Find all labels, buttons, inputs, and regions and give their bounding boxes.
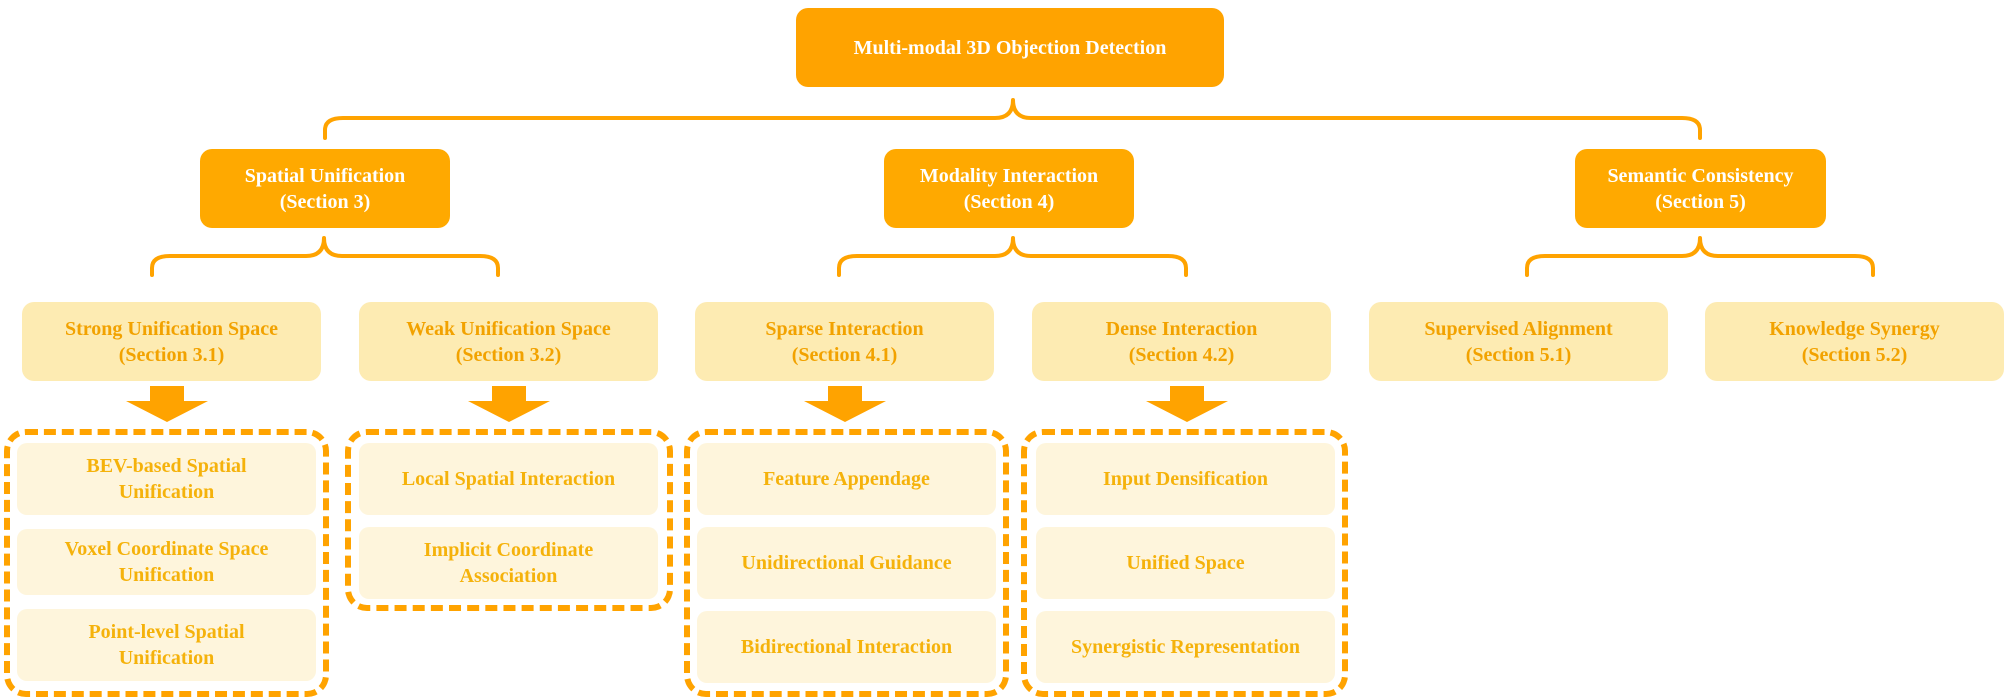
method-line2: Unification [118,564,215,586]
category-section: (Section 4) [963,190,1055,213]
method-line2: Unification [118,647,215,669]
category-modality-interaction: Modality Interaction (Section 4) [884,149,1134,228]
subcategory-title: Strong Unification Space [65,317,278,340]
method-line1: Local Spatial Interaction [401,468,616,490]
down-arrow-icon [804,386,886,422]
category-semantic-consistency: Semantic Consistency (Section 5) [1575,149,1826,228]
method-line2: Unification [118,481,215,503]
method-implicit-coordinate-association: Implicit Coordinate Association [359,527,658,599]
subcategory-knowledge-synergy: Knowledge Synergy (Section 5.2) [1705,302,2004,381]
category-title: Semantic Consistency [1607,164,1794,187]
subcategory-title: Weak Unification Space [406,317,611,340]
subcategory-section: (Section 3.2) [455,343,562,366]
category-spatial-unification: Spatial Unification (Section 3) [200,149,450,228]
subcategory-sparse-interaction: Sparse Interaction (Section 4.1) [695,302,994,381]
subcategory-weak-unification: Weak Unification Space (Section 3.2) [359,302,658,381]
category-section: (Section 5) [1655,190,1746,213]
subcategory-title: Sparse Interaction [765,317,924,340]
method-voxel-coordinate-unification: Voxel Coordinate Space Unification [17,529,316,595]
subcategory-supervised-alignment: Supervised Alignment (Section 5.1) [1369,302,1668,381]
subcategory-title: Knowledge Synergy [1769,317,1940,340]
subcategory-section: (Section 3.1) [118,343,225,366]
method-unidirectional-guidance: Unidirectional Guidance [697,527,996,599]
semantic-brace [1525,236,1875,277]
method-line1: Input Densification [1102,468,1269,490]
method-feature-appendage: Feature Appendage [697,443,996,515]
root-brace [323,98,1702,140]
subcategory-strong-unification: Strong Unification Space (Section 3.1) [22,302,321,381]
method-line1: Feature Appendage [763,468,930,490]
method-unified-space: Unified Space [1036,527,1335,599]
subcategory-title: Supervised Alignment [1424,317,1613,340]
category-section: (Section 3) [279,190,371,213]
weak-methods-group [345,429,673,611]
sparse-methods-group [684,429,1009,697]
root-label: Multi-modal 3D Objection Detection [853,36,1167,59]
method-line2: Association [459,565,558,587]
method-line1: BEV-based Spatial [86,455,247,477]
root-node: Multi-modal 3D Objection Detection [796,8,1224,87]
dense-methods-group [1021,429,1348,697]
modality-brace [837,236,1188,277]
down-arrow-icon [126,386,208,422]
strong-methods-group [4,429,329,697]
method-line1: Unified Space [1126,552,1245,574]
method-line1: Implicit Coordinate [423,539,594,561]
subcategory-section: (Section 4.2) [1128,343,1235,366]
method-bev-spatial-unification: BEV-based Spatial Unification [17,443,316,515]
method-line1: Bidirectional Interaction [740,636,953,658]
method-line1: Unidirectional Guidance [741,552,952,574]
down-arrow-icon [468,386,550,422]
subcategory-section: (Section 4.1) [791,343,898,366]
category-title: Spatial Unification [244,164,406,187]
category-title: Modality Interaction [919,164,1099,187]
subcategory-section: (Section 5.1) [1465,343,1572,366]
spatial-brace [150,236,500,277]
down-arrow-icon [1146,386,1228,422]
method-line1: Point-level Spatial [88,621,245,643]
method-line1: Synergistic Representation [1070,636,1301,658]
method-input-densification: Input Densification [1036,443,1335,515]
method-bidirectional-interaction: Bidirectional Interaction [697,611,996,683]
method-synergistic-representation: Synergistic Representation [1036,611,1335,683]
subcategory-section: (Section 5.2) [1801,343,1908,366]
method-line1: Voxel Coordinate Space [64,538,269,560]
subcategory-title: Dense Interaction [1105,317,1258,340]
method-local-spatial-interaction: Local Spatial Interaction [359,443,658,515]
method-point-level-unification: Point-level Spatial Unification [17,609,316,681]
subcategory-dense-interaction: Dense Interaction (Section 4.2) [1032,302,1331,381]
